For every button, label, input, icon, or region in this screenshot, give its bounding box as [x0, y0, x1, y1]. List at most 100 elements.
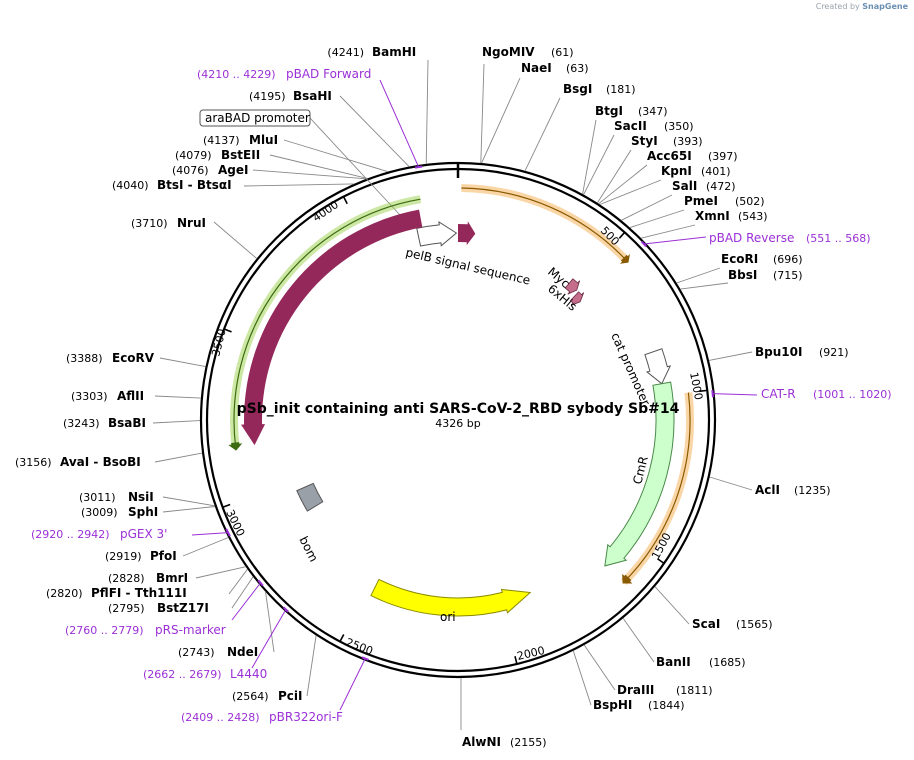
enzyme-leader-line [152, 420, 201, 424]
enzyme-name[interactable]: Acc65I [647, 149, 692, 163]
enzyme-name[interactable]: AgeI [218, 163, 248, 177]
enzyme-pos: (3388) [66, 352, 103, 365]
enzyme-leader-line [195, 566, 246, 579]
enzyme-name[interactable]: BbsI [728, 268, 757, 282]
cat-promoter-arrow [644, 348, 672, 385]
enzyme-pos: (350) [664, 120, 694, 133]
enzyme-leader-line [654, 586, 690, 625]
enzyme-name[interactable]: BtsI - BtsαI [157, 178, 232, 192]
enzyme-leader-line [621, 194, 673, 221]
enzyme-leader-line [622, 618, 655, 663]
ori-arrow [370, 578, 532, 617]
enzyme-labels: (4241) BamHI NgoMIV (61) NaeI (63) BsgI … [15, 45, 892, 749]
orf-line [233, 198, 421, 448]
cmr-label[interactable]: CmR [630, 455, 650, 486]
enzyme-name[interactable]: BsaBI [108, 416, 146, 430]
enzyme-name[interactable]: NaeI [521, 61, 552, 75]
enzyme-leader-line [231, 576, 254, 609]
enzyme-name[interactable]: BstZ17I [157, 601, 209, 615]
enzyme-pos: (3156) [15, 456, 52, 469]
enzyme-pos: (4040) [112, 179, 149, 192]
enzyme-name[interactable]: Bpu10I [755, 345, 802, 359]
enzyme-name[interactable]: DraIII [617, 683, 654, 697]
enzyme-leader-line [599, 179, 662, 205]
primer-binding-site [361, 656, 369, 661]
cat-promoter-label[interactable]: cat promoter [608, 331, 653, 408]
enzyme-name[interactable]: XmnI [695, 209, 730, 223]
enzyme-name[interactable]: BsaHI [293, 89, 332, 103]
primer-leader-line [379, 79, 420, 168]
created-by-credit: Created by SnapGene [816, 2, 908, 11]
primer-name[interactable]: pRS-marker [155, 623, 226, 637]
created-by-text: Created by [815, 2, 860, 11]
enzyme-name[interactable]: AflII [117, 389, 144, 403]
enzyme-pos: (401) [701, 165, 731, 178]
enzyme-name[interactable]: KpnI [661, 164, 692, 178]
primer-name[interactable]: CAT-R [761, 387, 796, 401]
enzyme-name[interactable]: BspHI [593, 698, 632, 712]
orf-line [623, 392, 691, 583]
enzyme-name[interactable]: NdeI [227, 645, 258, 659]
enzyme-name[interactable]: AclI [755, 483, 780, 497]
enzyme-pos: (3303) [71, 390, 108, 403]
enzyme-name[interactable]: ScaI [692, 617, 720, 631]
tick-mark [618, 231, 626, 239]
enzyme-leader-line [269, 154, 368, 179]
arabad-leader-line [309, 117, 401, 216]
primer-pos: (4210 .. 4229) [197, 68, 276, 81]
primer-name[interactable]: pBAD Reverse [709, 231, 794, 245]
enzyme-leader-line [425, 59, 429, 165]
enzyme-name[interactable]: PciI [278, 689, 303, 703]
enzyme-pos: (2743) [178, 646, 215, 659]
enzyme-name[interactable]: SalI [672, 179, 697, 193]
enzyme-name[interactable]: AlwNI [462, 735, 501, 749]
pelb-arrow [457, 221, 476, 246]
pelb-label[interactable]: pelB signal sequence [404, 245, 531, 287]
enzyme-name[interactable]: EcoRV [112, 351, 155, 365]
enzyme-pos: (3710) [131, 217, 168, 230]
enzyme-name[interactable]: SacII [614, 119, 647, 133]
enzyme-pos: (4137) [203, 134, 240, 147]
enzyme-name[interactable]: BsgI [563, 82, 592, 96]
enzyme-name[interactable]: MluI [249, 133, 278, 147]
enzyme-name[interactable]: NsiI [128, 490, 154, 504]
enzyme-name[interactable]: BtgI [595, 104, 623, 118]
enzyme-pos: (3011) [79, 491, 116, 504]
orf-arrowhead [619, 254, 630, 264]
primer-pos: (2662 .. 2679) [143, 668, 222, 681]
enzyme-name[interactable]: SphI [128, 505, 158, 519]
enzyme-pos: (921) [819, 346, 849, 359]
tick-label: 2000 [516, 644, 546, 663]
enzyme-name[interactable]: BanII [656, 655, 691, 669]
tick-label: 1000 [687, 371, 705, 401]
enzyme-name[interactable]: EcoRI [721, 252, 758, 266]
tick-label: 4000 [310, 198, 340, 224]
enzyme-leader-line [162, 506, 215, 513]
enzyme-name[interactable]: PflFI - Tth111I [91, 586, 187, 600]
primer-name[interactable]: pGEX 3' [120, 527, 167, 541]
enzyme-leader-line [583, 134, 615, 195]
enzyme-pos: (393) [673, 135, 703, 148]
arabad-promoter-label[interactable]: araBAD promoter [205, 111, 310, 125]
bom-label[interactable]: bom [296, 534, 321, 564]
primer-binding-site [640, 241, 647, 247]
primer-pos: (2920 .. 2942) [31, 528, 110, 541]
enzyme-name[interactable]: BamHI [372, 45, 416, 59]
enzyme-name[interactable]: PfoI [150, 549, 177, 563]
enzyme-leader-line [154, 395, 201, 399]
tick-mark [222, 503, 231, 509]
primer-name[interactable]: pBR322ori-F [269, 710, 343, 724]
ori-label[interactable]: ori [440, 610, 456, 624]
enzyme-name[interactable]: BstEII [221, 148, 260, 162]
primer-name[interactable]: pBAD Forward [286, 67, 371, 81]
enzyme-name[interactable]: PmeI [684, 194, 718, 208]
enzyme-name[interactable]: StyI [631, 134, 658, 148]
enzyme-name[interactable]: AvaI - BsoBI [60, 455, 141, 469]
features [228, 184, 695, 617]
enzyme-name[interactable]: NruI [177, 216, 206, 230]
enzyme-name[interactable]: BmrI [156, 571, 188, 585]
tick-marks [222, 196, 708, 665]
enzyme-name[interactable]: NgoMIV [482, 45, 535, 59]
primer-name[interactable]: L4440 [230, 667, 267, 681]
enzyme-leader-line [159, 357, 206, 368]
